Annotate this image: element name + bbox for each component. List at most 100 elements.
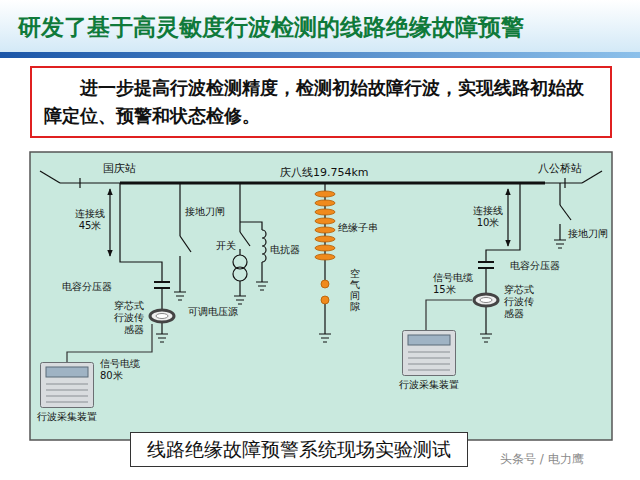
node-label: 穿芯式 行波传 感器 bbox=[112, 300, 144, 336]
left-capacitor-plate bbox=[154, 281, 170, 283]
dimension-arrow bbox=[507, 189, 508, 246]
traveling-wave-sensor: 穿芯式 行波传 感器 bbox=[472, 292, 500, 308]
ground-symbol bbox=[319, 334, 331, 342]
part-label: 接地刀闸 bbox=[568, 228, 608, 240]
part-label: 电抗器 bbox=[270, 244, 300, 256]
insulator-disc bbox=[315, 236, 335, 242]
cabinet-body bbox=[40, 362, 94, 408]
sensor-ring bbox=[472, 292, 500, 308]
transformer-winding bbox=[233, 267, 247, 281]
air-gap-electrode bbox=[321, 280, 329, 288]
watermark: 头条号 / 电力鹰 bbox=[500, 452, 584, 466]
insulator-disc bbox=[315, 191, 335, 197]
bus-line bbox=[120, 182, 545, 185]
part-label: 绝缘子串 bbox=[338, 222, 378, 234]
cabinet-screen bbox=[46, 367, 88, 377]
ground-switch-blade bbox=[180, 236, 191, 252]
insulator-disc bbox=[315, 200, 335, 206]
part-label: 庆八线19.754km bbox=[280, 166, 369, 179]
left-connection-wire bbox=[120, 183, 162, 282]
ground-symbols bbox=[156, 240, 566, 342]
air-gap-lead bbox=[324, 304, 325, 334]
cable-label: 信号电缆 80米 bbox=[100, 358, 142, 382]
diagram-panel bbox=[30, 152, 612, 440]
sensor-ring bbox=[150, 310, 174, 322]
cabinet-body bbox=[403, 331, 456, 376]
part-label: 电容分压器 bbox=[62, 281, 112, 293]
insulator-disc bbox=[315, 218, 335, 224]
part-label: 国庆站 bbox=[103, 162, 136, 175]
cabinet-body bbox=[402, 330, 456, 376]
part-label: 连接线 10米 bbox=[472, 205, 504, 229]
part-label: 空气间隙 bbox=[350, 268, 360, 312]
switch-blade bbox=[240, 232, 250, 246]
acquisition-cabinet: 行波采集装置 bbox=[40, 362, 94, 408]
insulator-disc bbox=[315, 227, 335, 233]
cabinet-body bbox=[41, 363, 94, 408]
signal-cable bbox=[426, 300, 472, 330]
acquisition-cabinet: 行波采集装置 bbox=[402, 330, 456, 376]
cabinet-screen bbox=[408, 335, 450, 345]
ground-symbol bbox=[554, 240, 566, 248]
sensor-core bbox=[480, 298, 492, 303]
cable-label: 信号电缆 15米 bbox=[433, 272, 475, 296]
dimension-arrow bbox=[109, 189, 110, 256]
transformer-ground-lead bbox=[239, 281, 240, 296]
part-label: 接地刀闸 bbox=[185, 206, 225, 218]
right-capacitor-plate bbox=[478, 261, 494, 263]
ground-symbol bbox=[234, 296, 246, 304]
cabinet-vent bbox=[408, 352, 450, 353]
left-breaker-lead bbox=[60, 182, 120, 183]
cabinet-vent bbox=[46, 396, 88, 397]
reactor-ground-lead bbox=[261, 262, 262, 282]
ground-switch-lead bbox=[559, 224, 560, 240]
switch-lead bbox=[239, 183, 240, 232]
left-breaker-blade bbox=[40, 171, 60, 183]
sensor-core bbox=[156, 314, 168, 319]
part-label: 八公桥站 bbox=[538, 162, 582, 175]
ground-switch-lead bbox=[179, 183, 180, 236]
ground-switch-lead bbox=[179, 256, 180, 292]
cabinet-vent bbox=[408, 364, 450, 365]
title-band bbox=[0, 0, 640, 52]
insulator-disc bbox=[315, 245, 335, 251]
ground-symbol bbox=[256, 282, 268, 290]
part-label: 可调电压源 bbox=[188, 306, 238, 318]
title-rule bbox=[0, 52, 640, 58]
note-box: 进一步提高行波检测精度，检测初始故障行波，实现线路初始故障定位、预警和状态检修。 bbox=[30, 66, 612, 138]
reactor-lead bbox=[240, 222, 262, 230]
traveling-wave-sensor: 穿芯式 行波传 感器 bbox=[148, 308, 176, 324]
part-label: 开关 bbox=[216, 240, 236, 252]
ground-symbol bbox=[480, 334, 492, 342]
slide-title: 研发了基于高灵敏度行波检测的线路绝缘故障预警 bbox=[18, 12, 524, 43]
cabinet-vent bbox=[46, 390, 88, 391]
node-label: 行波采集装置 bbox=[37, 411, 97, 423]
cabinet-vent bbox=[408, 370, 450, 371]
part-label: 电容分压器 bbox=[510, 260, 560, 272]
note-text: 进一步提高行波检测精度，检测初始故障行波，实现线路初始故障定位、预警和状态检修。 bbox=[44, 74, 598, 130]
air-gap-electrode bbox=[321, 296, 329, 304]
ground-switch-lead bbox=[559, 183, 560, 205]
right-breaker-lead bbox=[545, 182, 582, 183]
sensor-ring bbox=[474, 294, 498, 306]
cabinet-vent bbox=[408, 358, 450, 359]
cabinet-vent bbox=[46, 402, 88, 403]
insulator-disc bbox=[315, 209, 335, 215]
right-breaker-blade bbox=[582, 171, 602, 183]
right-breaker-tick bbox=[564, 178, 565, 188]
insulator-disc bbox=[315, 254, 335, 260]
ground-symbol bbox=[156, 334, 168, 342]
air-gap-lead bbox=[324, 264, 325, 280]
sensor-ring bbox=[148, 308, 176, 324]
caption: 线路绝缘故障预警系统现场实验测试 bbox=[130, 432, 468, 467]
ground-switch-blade bbox=[560, 205, 571, 220]
node-label: 穿芯式 行波传 感器 bbox=[504, 284, 536, 320]
part-label: 连接线 45米 bbox=[74, 208, 106, 232]
switch-lead bbox=[239, 249, 240, 255]
ground-symbol bbox=[174, 292, 186, 300]
reactor-coil bbox=[262, 230, 266, 262]
left-breaker-tick bbox=[79, 178, 80, 188]
node-label: 行波采集装置 bbox=[399, 379, 459, 391]
insulator-string bbox=[315, 191, 335, 304]
